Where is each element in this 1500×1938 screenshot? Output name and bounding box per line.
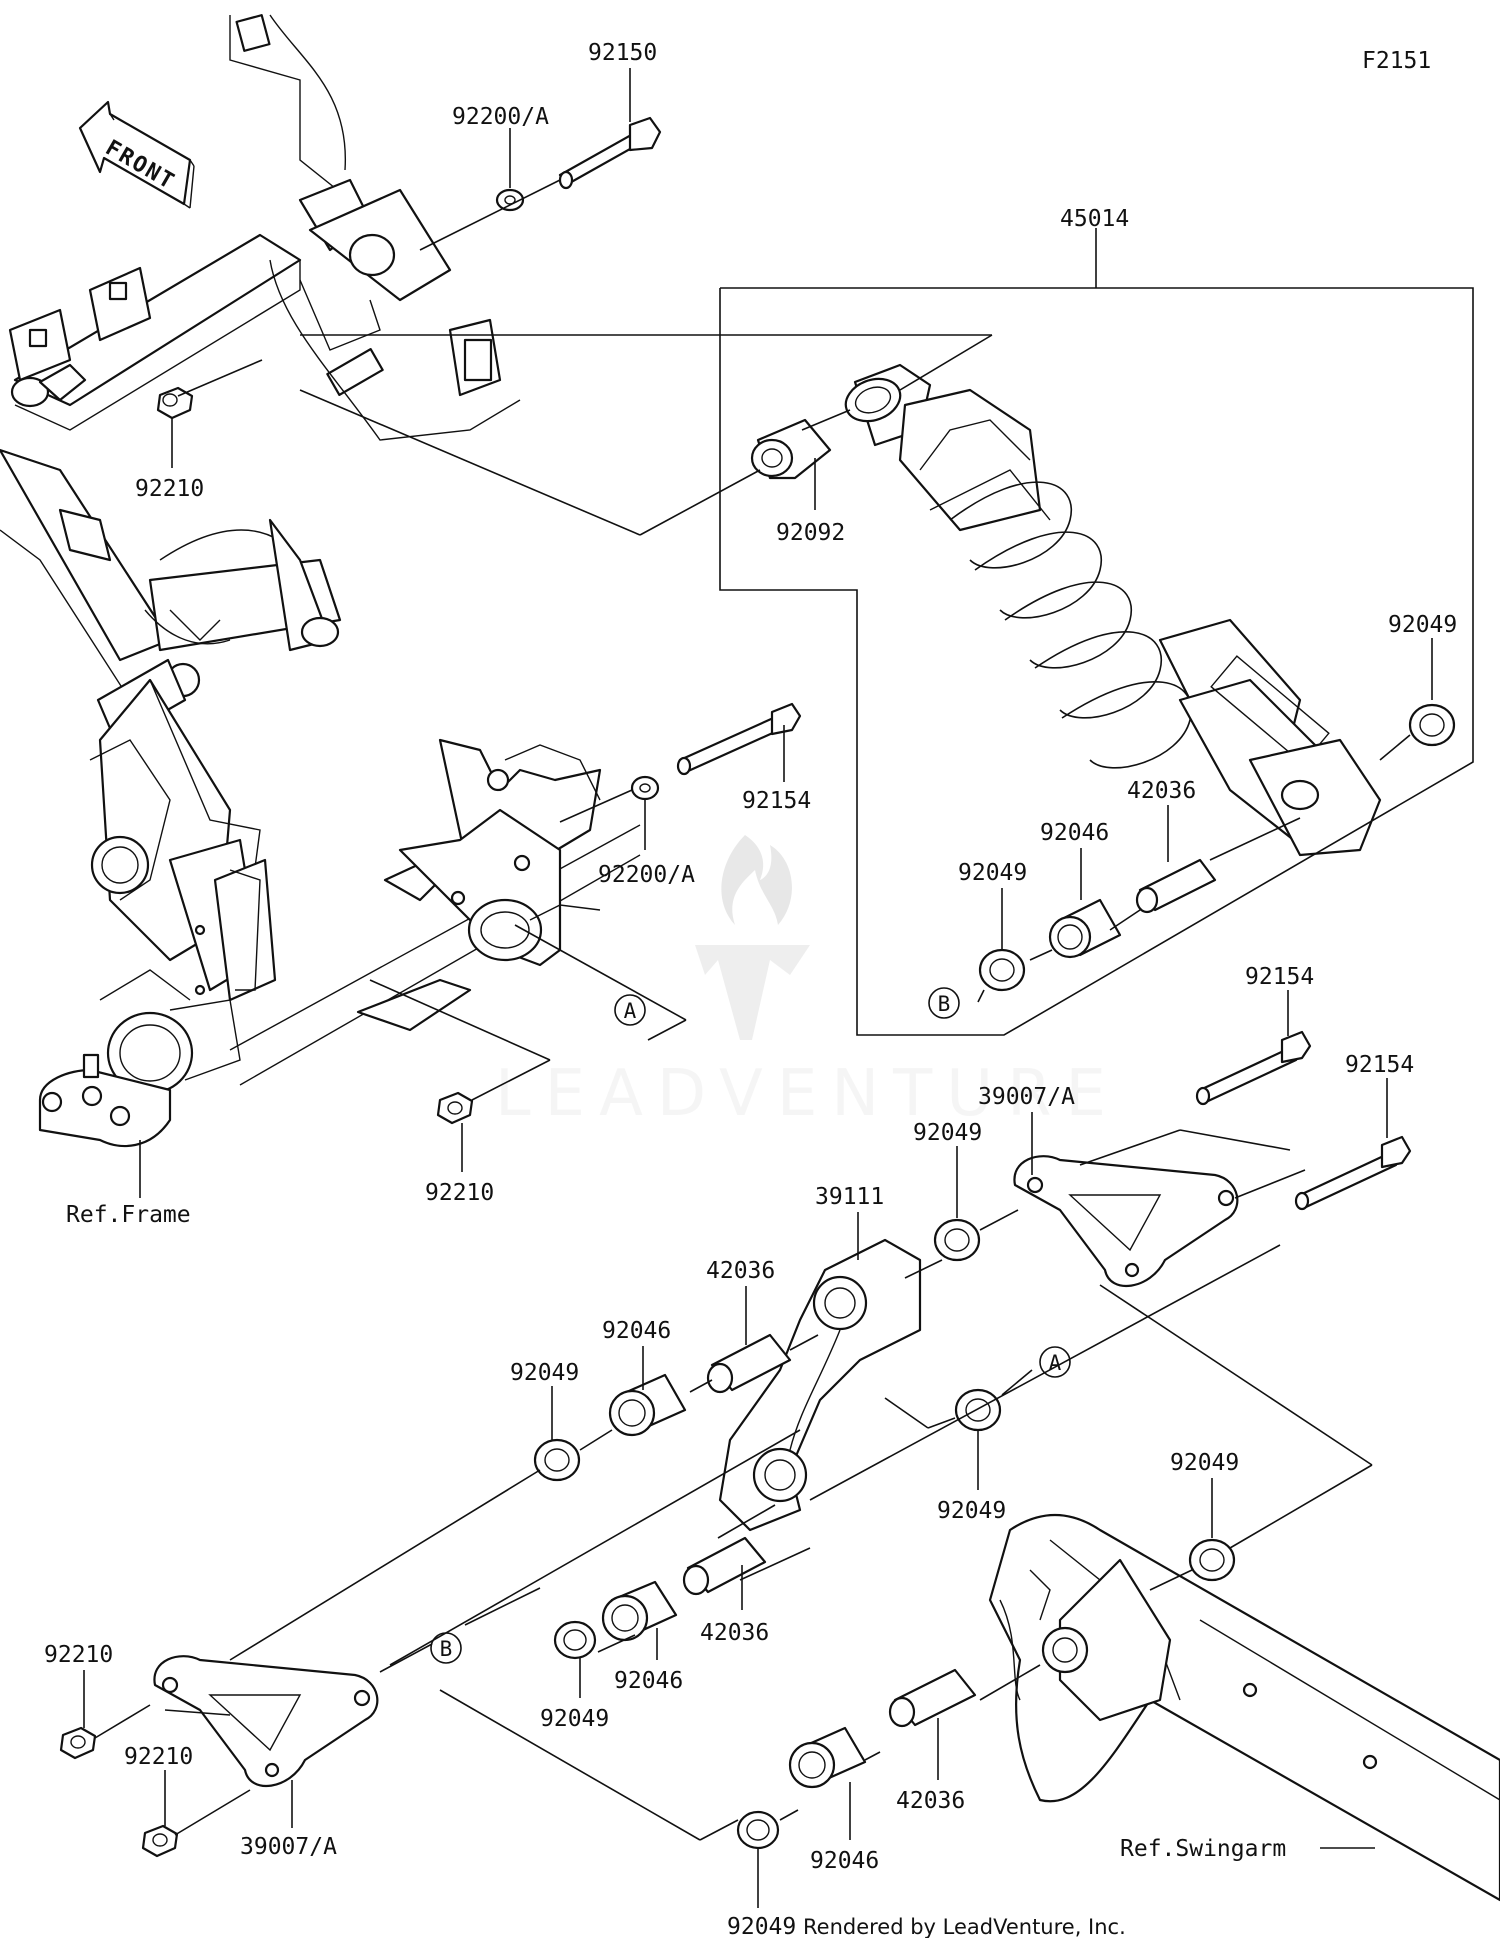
part-92049-swingarm-label: 92049 — [1170, 1450, 1239, 1476]
bearing-92046-shock — [1048, 898, 1122, 959]
leadventure-watermark: LEADVENTURE — [495, 835, 1120, 1131]
tie-rod-39007a-top — [1013, 1155, 1239, 1288]
part-92049-link-mid-label: 92049 — [540, 1706, 609, 1732]
part-92210-bottom-left-2-label: 92210 — [124, 1744, 193, 1770]
watermark-text: LEADVENTURE — [495, 1057, 1120, 1131]
callout-a-1: A — [614, 994, 646, 1026]
sleeve-42036-link-mid — [682, 1536, 767, 1596]
seal-92049-rod-top — [933, 1218, 981, 1262]
collar-92092 — [750, 418, 832, 480]
part-39007a-top-label: 39007/A — [978, 1084, 1075, 1110]
bolt-92154-right-2 — [1294, 1135, 1412, 1211]
shock-assembly-bracket — [719, 287, 1474, 1036]
nut-92210-top — [156, 386, 194, 420]
callout-b-1-label: B — [938, 992, 951, 1016]
ref-swingarm-label: Ref.Swingarm — [1120, 1836, 1286, 1862]
washer-92200a-top — [495, 188, 525, 212]
callout-b-2: B — [430, 1632, 462, 1664]
ref-frame-label: Ref.Frame — [66, 1202, 191, 1228]
front-arrow-icon: FRONT — [78, 100, 195, 209]
part-92046-link-top-label: 92046 — [602, 1318, 671, 1344]
v-logo-icon — [695, 945, 810, 1040]
sleeve-42036-shock — [1135, 858, 1217, 914]
seal-92049-bottom — [736, 1810, 780, 1850]
seal-92049-shock-left — [978, 948, 1026, 992]
part-92046-link-mid-label: 92046 — [614, 1668, 683, 1694]
seal-92049-link-a — [954, 1388, 1002, 1432]
part-92049-link-a-label: 92049 — [937, 1498, 1006, 1524]
callout-a-1-label: A — [624, 999, 637, 1023]
callout-b-2-label: B — [440, 1637, 453, 1661]
tie-rod-39007a-bottom — [153, 1655, 379, 1788]
part-92049-shock-left-label: 92049 — [958, 860, 1027, 886]
part-92049-link-left-label: 92049 — [510, 1360, 579, 1386]
sleeve-42036-link-top — [706, 1333, 792, 1394]
part-92200a-mid-label: 92200/A — [598, 862, 695, 888]
seal-92049-link-mid — [553, 1620, 597, 1660]
part-92046-bottom-label: 92046 — [810, 1848, 879, 1874]
bearing-92046-link-mid — [601, 1580, 678, 1642]
seal-92049-swingarm — [1188, 1538, 1236, 1582]
callout-a-2-label: A — [1049, 1351, 1062, 1375]
part-92154-right-2-label: 92154 — [1345, 1052, 1414, 1078]
washer-92200a-mid — [630, 775, 660, 801]
part-92210-bottom-left-1-label: 92210 — [44, 1642, 113, 1668]
part-92154-right-1-label: 92154 — [1245, 964, 1314, 990]
part-42036-bottom-label: 42036 — [896, 1788, 965, 1814]
part-92200a-top-label: 92200/A — [452, 104, 549, 130]
callout-b-1: B — [928, 987, 960, 1019]
part-92210-top-label: 92210 — [135, 476, 204, 502]
part-42036-link-top-label: 42036 — [706, 1258, 775, 1284]
bolt-92154-right-1 — [1195, 1030, 1312, 1106]
callout-a-2: A — [1039, 1346, 1071, 1378]
nut-92210-mid — [436, 1091, 474, 1125]
bearing-92046-link-top — [608, 1373, 687, 1437]
part-92210-mid-label: 92210 — [425, 1180, 494, 1206]
nut-92210-bottom-left-1 — [59, 1726, 97, 1760]
part-42036-shock-label: 42036 — [1127, 778, 1196, 804]
sleeve-42036-bottom — [888, 1668, 977, 1728]
part-39111-label: 39111 — [815, 1184, 884, 1210]
part-92154-mid-label: 92154 — [742, 788, 811, 814]
footer-credit: Rendered by LeadVenture, Inc. — [803, 1915, 1126, 1938]
part-42036-link-mid-label: 42036 — [700, 1620, 769, 1646]
part-92092-label: 92092 — [776, 520, 845, 546]
part-92150-label: 92150 — [588, 40, 657, 66]
part-92049-rod-top-label: 92049 — [913, 1120, 982, 1146]
rocker-arm-39111 — [718, 1238, 922, 1532]
swingarm-drawing — [988, 1514, 1500, 1902]
part-45014-label: 45014 — [1060, 206, 1129, 232]
part-92049-bottom-label: 92049 — [727, 1914, 796, 1938]
figure-id: F2151 — [1362, 48, 1431, 74]
bolt-92150 — [558, 116, 662, 190]
shock-absorber — [844, 363, 1382, 857]
seal-92049-shock-right — [1408, 703, 1456, 747]
part-39007a-bottom-label: 39007/A — [240, 1834, 337, 1860]
leader-lines — [83, 68, 1433, 1908]
nut-92210-bottom-left-2 — [141, 1824, 179, 1858]
part-92046-shock-label: 92046 — [1040, 820, 1109, 846]
frame-drawing — [0, 14, 641, 1148]
part-92049-shock-right-label: 92049 — [1388, 612, 1457, 638]
bearing-92046-bottom — [788, 1726, 867, 1789]
seal-92049-link-left — [533, 1438, 581, 1482]
bolt-92154-mid — [676, 702, 802, 776]
flame-logo-icon — [721, 835, 792, 925]
